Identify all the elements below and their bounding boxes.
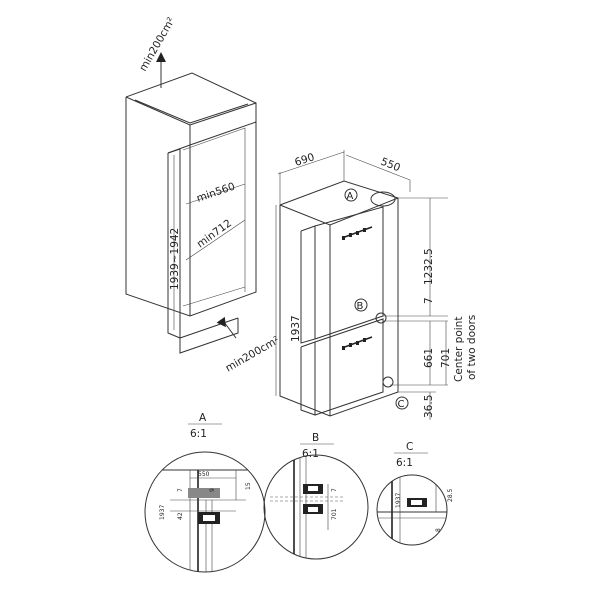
bottom-airflow-arrow xyxy=(223,321,237,339)
cabinet-plinth xyxy=(179,318,239,354)
detail-b-letter: B xyxy=(312,432,319,444)
detail-c-letter: C xyxy=(406,441,413,453)
cabinet-outline xyxy=(125,72,257,317)
width-dim-line xyxy=(277,151,345,175)
appliance-body xyxy=(279,180,399,417)
marker-a-circle xyxy=(344,188,358,202)
detail-a-dim-42: 42 xyxy=(177,512,184,520)
center-point-note-line2: of two doors xyxy=(466,315,478,380)
detail-a-dim-1937: 1937 xyxy=(159,505,166,520)
upper-height-label: 1232.5 xyxy=(423,248,435,285)
lower-door xyxy=(300,341,316,416)
detail-a: A 6:1 550 7 9 15 1937 42 xyxy=(144,412,266,573)
detail-a-circle xyxy=(144,451,266,573)
detail-b-dim-701: 701 xyxy=(331,508,338,520)
min-top-vent-label: min200cm² xyxy=(137,15,177,73)
marker-b-label: B xyxy=(357,301,364,312)
min712-dim-line xyxy=(185,219,246,261)
marker-c-label: C xyxy=(398,399,405,410)
detail-a-callout xyxy=(370,191,396,207)
depth-label: 550 xyxy=(379,156,402,175)
detail-b-dim-7: 7 xyxy=(331,488,338,492)
lower-height-label: 661 xyxy=(423,348,435,368)
detail-b-circle xyxy=(263,454,369,560)
appliance-height-label: 1937 xyxy=(290,315,302,342)
detail-a-dim-15: 15 xyxy=(245,482,252,490)
detail-b-callout xyxy=(375,312,387,324)
detail-a-letter: A xyxy=(199,412,207,424)
detail-c-dim-8: 8 xyxy=(435,528,442,532)
detail-c: C 6:1 1937 28.5 8 xyxy=(376,441,454,546)
detail-a-scale: 6:1 xyxy=(190,428,207,440)
cabinet-niche-drawing: min200cm² min200cm² min560 min712 1939~1… xyxy=(125,15,282,375)
width-label: 690 xyxy=(293,151,316,169)
detail-b-scale: 6:1 xyxy=(302,448,319,460)
detail-a-dim-7: 7 xyxy=(177,488,184,492)
bottom-dim-label: 36.5 xyxy=(423,395,435,418)
detail-c-dim-1937: 1937 xyxy=(395,493,402,508)
min712-label: min712 xyxy=(195,217,234,250)
detail-c-callout xyxy=(382,376,394,388)
detail-a-dim-9: 9 xyxy=(209,488,216,492)
cabinet-top-edge xyxy=(125,96,257,126)
detail-b: B 6:1 7 701 xyxy=(263,432,369,560)
upper-door xyxy=(300,225,316,344)
marker-b-circle xyxy=(354,298,368,312)
detail-c-scale: 6:1 xyxy=(396,457,413,469)
center-point-note-line1: Center point xyxy=(453,317,465,382)
marker-a-label: A xyxy=(347,191,354,202)
cabinet-height-label: 1939~1942 xyxy=(169,228,181,290)
min560-dim-line xyxy=(185,183,246,205)
depth-dim-line xyxy=(345,154,411,181)
center-dim-label: 701 xyxy=(440,348,452,368)
detail-a-dim-550: 550 xyxy=(198,471,210,478)
detail-c-dim-28-5: 28.5 xyxy=(447,488,454,502)
min-bottom-vent-label: min200cm² xyxy=(224,334,282,374)
min560-label: min560 xyxy=(195,181,237,205)
gap-label: 7 xyxy=(423,297,435,304)
appliance-drawing: 690 550 1937 1232.5 7 661 701 36.5 Cente… xyxy=(275,150,478,420)
detail-c-circle xyxy=(376,474,448,546)
marker-c-circle xyxy=(395,396,409,410)
